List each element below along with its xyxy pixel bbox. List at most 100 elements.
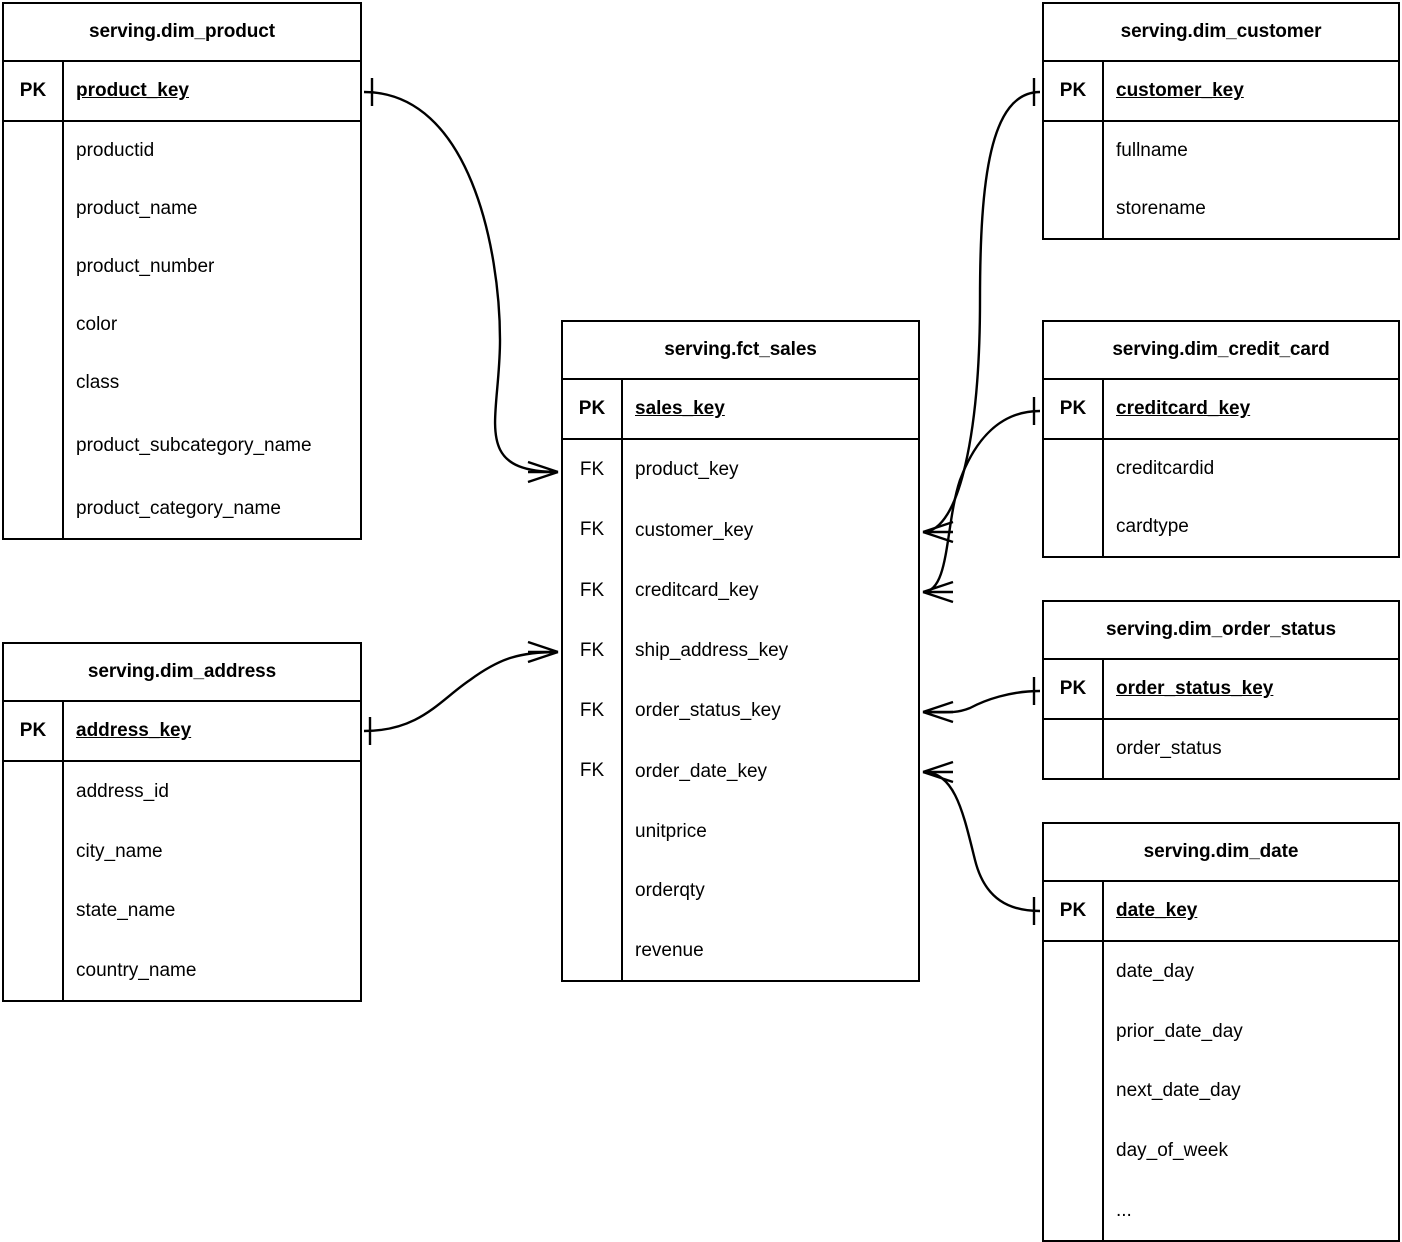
attribute-row: ... <box>1044 1180 1398 1240</box>
crowsfoot-fct-customer-key <box>922 520 954 544</box>
entity-title-dim-product: serving.dim_product <box>4 4 360 62</box>
attribute-row: state_name <box>4 881 360 941</box>
attribute-key: FK <box>563 741 623 802</box>
attribute-key: FK <box>563 681 623 742</box>
crowsfoot-fct-order-status-key <box>922 700 954 724</box>
attribute-name: product_category_name <box>76 498 281 520</box>
pk-row-fct-sales: PK sales_key <box>563 380 918 440</box>
attribute-name: ship_address_key <box>635 640 789 662</box>
attribute-row: address_id <box>4 762 360 822</box>
attribute-key <box>1044 1061 1104 1121</box>
attribute-key <box>1044 498 1104 556</box>
entity-title-dim-address: serving.dim_address <box>4 644 360 702</box>
relationship-dim-address-to-fct-sales <box>363 640 559 745</box>
attribute-key <box>4 940 64 1000</box>
attribute-key <box>563 861 623 921</box>
attribute-name: cardtype <box>1116 516 1189 538</box>
attribute-key <box>563 801 623 862</box>
attribute-name: orderqty <box>635 880 705 902</box>
pk-row-dim-order-status: PK order_status_key <box>1044 660 1398 720</box>
attribute-list-dim-order-status: order_status <box>1044 720 1398 778</box>
pk-row-dim-credit-card: PK creditcard_key <box>1044 380 1398 440</box>
attribute-row: country_name <box>4 940 360 1000</box>
attribute-name: date_day <box>1116 961 1195 983</box>
attribute-name: state_name <box>76 900 176 922</box>
attribute-key <box>4 480 64 538</box>
relationship-dim-date-to-fct-sales <box>922 760 1041 925</box>
attribute-key <box>4 237 64 296</box>
attribute-name: class <box>76 371 120 393</box>
entity-dim-customer[interactable]: serving.dim_customer PK customer_key ful… <box>1042 2 1400 240</box>
pk-badge-fct-sales: PK <box>563 380 623 438</box>
pk-badge-dim-order-status: PK <box>1044 660 1104 718</box>
attribute-key <box>1044 122 1104 180</box>
pk-row-dim-customer: PK customer_key <box>1044 62 1398 122</box>
entity-dim-date[interactable]: serving.dim_date PK date_key date_day pr… <box>1042 822 1400 1242</box>
attribute-name: order_status_key <box>635 700 781 722</box>
attribute-name: productid <box>76 140 155 162</box>
entity-title-dim-customer: serving.dim_customer <box>1044 4 1398 62</box>
attribute-name: order_date_key <box>635 760 768 782</box>
attribute-name: product_key <box>635 459 739 481</box>
attribute-row: color <box>4 295 360 354</box>
attribute-row: product_number <box>4 237 360 296</box>
entity-dim-order-status[interactable]: serving.dim_order_status PK order_status… <box>1042 600 1400 780</box>
attribute-key <box>1044 180 1104 238</box>
attribute-name: customer_key <box>635 519 754 541</box>
pk-badge-dim-address: PK <box>4 702 64 760</box>
attribute-key <box>4 881 64 941</box>
attribute-key <box>1044 720 1104 778</box>
attribute-name: country_name <box>76 959 197 981</box>
attribute-row: date_day <box>1044 942 1398 1002</box>
attribute-name: prior_date_day <box>1116 1020 1243 1042</box>
entity-dim-address[interactable]: serving.dim_address PK address_key addre… <box>2 642 362 1002</box>
relationship-dim-customer-to-fct-sales <box>922 78 1041 544</box>
entity-title-fct-sales: serving.fct_sales <box>563 322 918 380</box>
entity-title-dim-order-status: serving.dim_order_status <box>1044 602 1398 660</box>
attribute-row: cardtype <box>1044 498 1398 556</box>
attribute-row: FK order_date_key <box>563 741 918 802</box>
entity-dim-credit-card[interactable]: serving.dim_credit_card PK creditcard_ke… <box>1042 320 1400 558</box>
entity-dim-product[interactable]: serving.dim_product PK product_key produ… <box>2 2 362 540</box>
attribute-row: fullname <box>1044 122 1398 180</box>
crowsfoot-fct-creditcard-key <box>922 580 954 604</box>
pk-field-dim-address: address_key <box>76 720 192 742</box>
attribute-row: unitprice <box>563 801 918 862</box>
attribute-key <box>4 122 64 180</box>
attribute-row: prior_date_day <box>1044 1001 1398 1062</box>
attribute-list-dim-date: date_day prior_date_day next_date_day da… <box>1044 942 1398 1240</box>
pk-row-dim-date: PK date_key <box>1044 882 1398 942</box>
attribute-row: order_status <box>1044 720 1398 778</box>
attribute-key: FK <box>563 500 623 561</box>
pk-field-dim-order-status: order_status_key <box>1116 678 1274 700</box>
attribute-name: address_id <box>76 781 169 803</box>
attribute-name: ... <box>1116 1199 1132 1221</box>
pk-field-fct-sales: sales_key <box>635 398 725 420</box>
attribute-row: creditcardid <box>1044 440 1398 498</box>
attribute-row: orderqty <box>563 861 918 921</box>
attribute-name: creditcard_key <box>635 579 759 601</box>
attribute-key <box>4 821 64 881</box>
attribute-key <box>4 179 64 238</box>
crowsfoot-fct-order-date-key <box>922 760 954 784</box>
attribute-row: FK ship_address_key <box>563 620 918 681</box>
pk-row-dim-address: PK address_key <box>4 702 360 762</box>
attribute-key <box>563 920 623 981</box>
attribute-name: product_number <box>76 256 215 278</box>
attribute-row: revenue <box>563 920 918 981</box>
pk-badge-dim-date: PK <box>1044 882 1104 940</box>
crowsfoot-fct-ship-address-key <box>527 640 559 664</box>
pk-badge-dim-product: PK <box>4 62 64 120</box>
attribute-key <box>4 295 64 354</box>
attribute-name: revenue <box>635 939 704 961</box>
attribute-row: productid <box>4 122 360 180</box>
attribute-list-dim-address: address_id city_name state_name country_… <box>4 762 360 1000</box>
relationship-dim-product-to-fct-sales <box>363 78 559 484</box>
attribute-key <box>1044 942 1104 1002</box>
attribute-row: FK customer_key <box>563 500 918 561</box>
attribute-key: FK <box>563 620 623 681</box>
entity-fct-sales[interactable]: serving.fct_sales PK sales_key FK produc… <box>561 320 920 982</box>
attribute-key <box>4 762 64 822</box>
attribute-key <box>1044 440 1104 498</box>
